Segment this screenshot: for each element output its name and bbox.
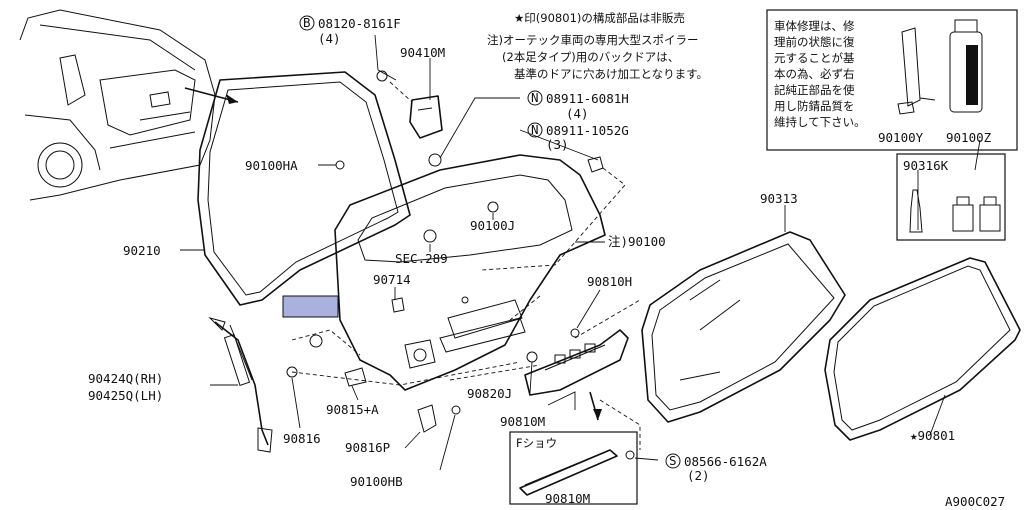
label-90425Q: 90425Q(LH) <box>88 388 163 403</box>
label-90100HB: 90100HB <box>350 474 403 489</box>
glass-90313 <box>641 231 846 423</box>
label-08120-qty: (4) <box>318 31 341 46</box>
label-90210: 90210 <box>123 243 161 258</box>
spray-can-icon <box>949 19 983 113</box>
label-90100Z: 90100Z <box>946 130 992 145</box>
label-08566-qty: (2) <box>687 468 710 483</box>
leader-lines <box>180 34 981 471</box>
label-90816: 90816 <box>283 431 321 446</box>
label-90100: 注)90100 <box>608 234 666 249</box>
fsyou-title: Fショウ <box>516 436 557 450</box>
label-90100Y: 90100Y <box>878 130 924 145</box>
label-08911-6081H-qty: (4) <box>566 106 589 121</box>
weatherstrip-90210 <box>197 71 411 306</box>
label-90816P: 90816P <box>345 440 390 455</box>
label-90424Q: 90424Q(RH) <box>88 371 163 386</box>
kit-box <box>896 153 1006 241</box>
label-08911-6081H: 08911-6081H <box>546 91 629 106</box>
repair-info-box <box>766 9 1018 151</box>
fsyou-lamp <box>519 449 618 496</box>
label-90100J: 90100J <box>470 218 515 233</box>
label-90815A: 90815+A <box>326 402 379 417</box>
label-90801: ★90801 <box>910 428 955 443</box>
lamp-90810M <box>524 329 629 421</box>
label-08566-6162A: 08566-6162A <box>684 454 767 469</box>
marker-n2: N <box>531 122 539 137</box>
label-08120-8161F: 08120-8161F <box>318 16 401 31</box>
label-90714: 90714 <box>373 272 411 287</box>
note-line-1: ★印(90801)の構成部品は非販売 <box>514 11 685 25</box>
repair-line-5: 記純正部品を使 <box>774 83 855 97</box>
dashed-guides <box>291 167 641 450</box>
fsyou-part: 90810M <box>545 491 590 506</box>
small-fasteners <box>286 156 635 460</box>
marker-circle-n1 <box>527 90 543 106</box>
label-08911-1052G: 08911-1052G <box>546 123 629 138</box>
molding-90801 <box>824 257 1021 441</box>
label-90810H: 90810H <box>587 274 632 289</box>
marker-circle-b <box>299 15 315 31</box>
sealant-tube-icon <box>897 27 936 115</box>
repair-line-2: 理前の状態に復 <box>774 35 855 49</box>
repair-line-3: 元することが基 <box>774 51 855 65</box>
marker-circle-n2 <box>527 122 543 138</box>
kit-bottles-icon <box>909 189 1001 233</box>
fsyou-box <box>509 431 638 505</box>
label-90316K: 90316K <box>903 158 949 173</box>
note-line-3: (2本足タイプ)用のバックドアは、 <box>502 50 679 64</box>
car-silhouette <box>19 9 239 201</box>
back-door-90100 <box>334 154 606 391</box>
label-90810M: 90810M <box>500 414 545 429</box>
gas-stay <box>208 317 273 453</box>
diagram-id: A900C027 <box>945 494 1005 509</box>
hinge-90410M <box>376 69 443 167</box>
marker-circle-s <box>665 453 681 469</box>
repair-line-1: 車体修理は、修 <box>774 19 855 33</box>
repair-line-7: 維持して下さい。 <box>774 115 866 129</box>
marker-b: B <box>303 15 311 30</box>
label-sec289: SEC.289 <box>395 251 448 266</box>
label-90820J: 90820J <box>467 386 512 401</box>
label-90410M: 90410M <box>400 45 445 60</box>
label-90313: 90313 <box>760 191 798 206</box>
repair-line-4: 本の為、必ず右 <box>774 67 855 81</box>
highlight-marker <box>282 295 339 318</box>
marker-n1: N <box>531 90 539 105</box>
note-line-2: 注)オーテック車両の専用大型スポイラー <box>487 33 698 47</box>
note-line-4: 基準のドアに穴あけ加工となります。 <box>514 67 708 81</box>
label-90100HA: 90100HA <box>245 158 298 173</box>
label-08911-1052G-qty: (3) <box>546 137 569 152</box>
repair-line-6: 用し防錆品質を <box>774 99 855 113</box>
marker-s: S <box>669 453 677 468</box>
